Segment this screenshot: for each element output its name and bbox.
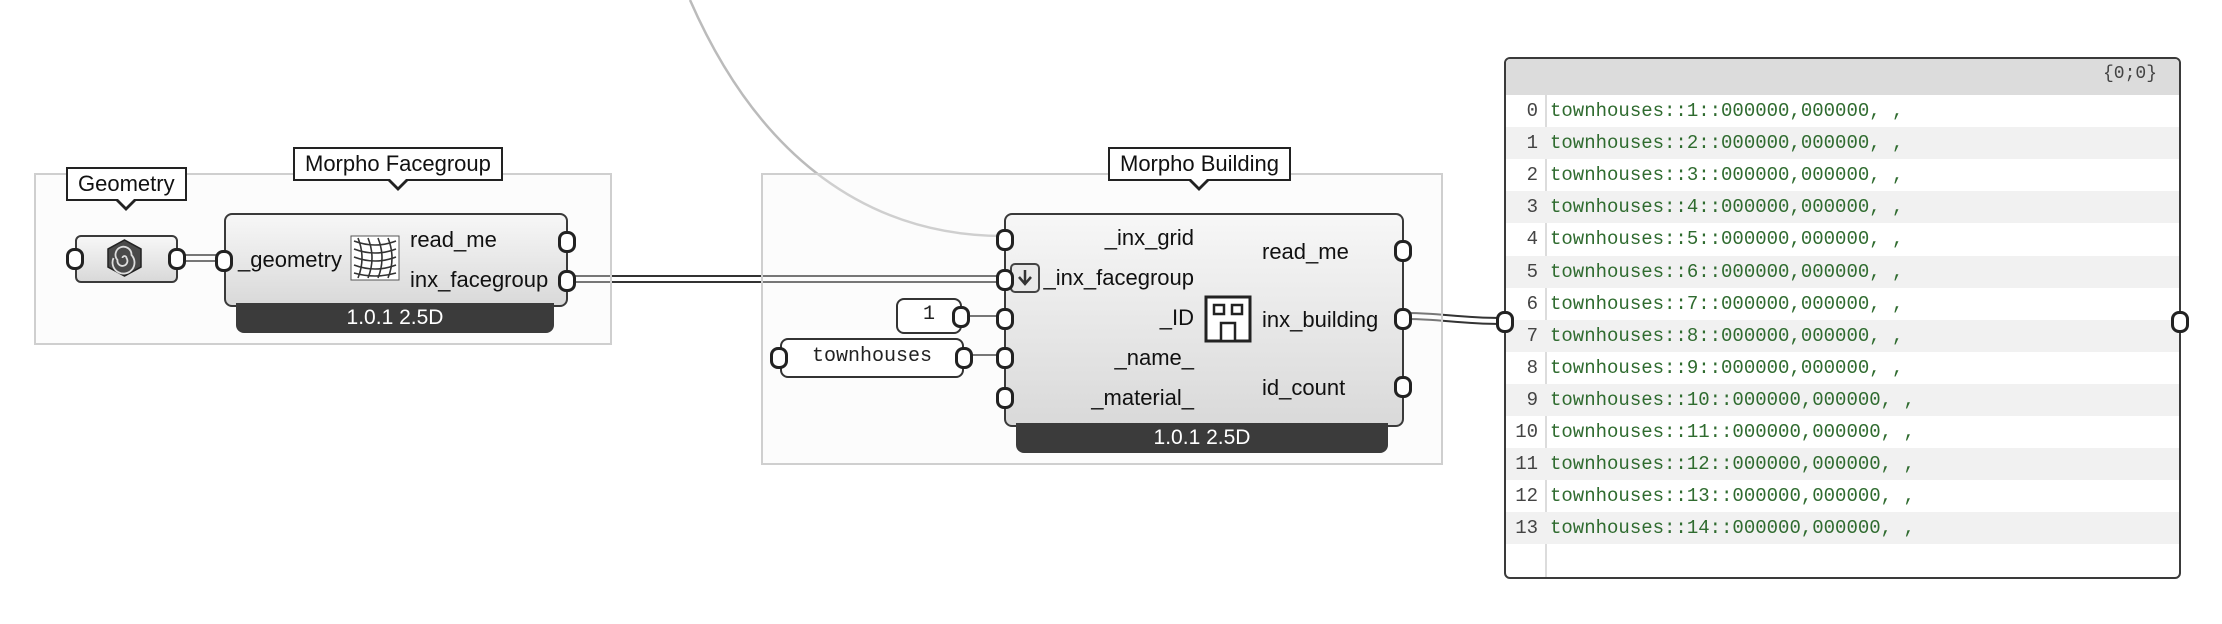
building-output-inx-building: inx_building xyxy=(1262,307,1379,332)
facegroup-output-inx-facegroup: inx_facegroup xyxy=(410,267,549,292)
row-index: 1 xyxy=(1526,132,1538,155)
output-panel-row: 2 townhouses::3::000000,000000, , xyxy=(1506,159,2179,191)
building-to-panel-wire xyxy=(1407,312,1501,325)
row-index: 9 xyxy=(1526,388,1538,411)
output-panel-row: 4 townhouses::5::000000,000000, , xyxy=(1506,223,2179,255)
flatten-arrow-svg xyxy=(1018,270,1032,286)
output-panel-row: 10 townhouses::11::000000,000000, , xyxy=(1506,416,2179,448)
flatten-arrow-icon xyxy=(1010,263,1040,293)
geometry-param-icon xyxy=(107,239,142,277)
row-index: 10 xyxy=(1515,421,1538,443)
row-value: townhouses::13::000000,000000, , xyxy=(1550,485,1915,508)
output-panel-path: {0;0} xyxy=(2102,64,2157,84)
building-input-id: _ID xyxy=(1159,305,1194,330)
id-panel[interactable]: 1 xyxy=(896,298,962,334)
row-value: townhouses::7::000000,000000, , xyxy=(1550,292,1904,315)
facegroup-component[interactable]: _geometry read_me inx_facegroup xyxy=(224,213,568,307)
output-panel-row: 7 townhouses::8::000000,000000, , xyxy=(1506,319,2179,352)
geometry-output-grip[interactable] xyxy=(168,248,186,270)
output-panel-row: 9 townhouses::10::000000,000000, , xyxy=(1506,383,2179,416)
facegroup-inx-facegroup-grip[interactable] xyxy=(558,270,576,292)
building-input-material: _material_ xyxy=(1091,385,1194,410)
building-input-inx-facegroup: _inx_facegroup xyxy=(1043,265,1194,290)
row-value: townhouses::9::000000,000000, , xyxy=(1550,356,1904,379)
building-component[interactable]: _inx_grid _inx_facegroup _ID _name_ _mat… xyxy=(1004,213,1404,427)
building-input-name: _name_ xyxy=(1114,345,1194,370)
geometry-param[interactable] xyxy=(75,235,178,283)
row-index: 7 xyxy=(1526,324,1538,347)
row-value: townhouses::10::000000,000000, , xyxy=(1550,388,1915,411)
building-id-grip[interactable] xyxy=(996,308,1014,330)
row-value: townhouses::14::000000,000000, , xyxy=(1550,517,1915,540)
name-panel-input-grip[interactable] xyxy=(770,347,788,369)
output-panel-row: 8 townhouses::9::000000,000000, , xyxy=(1506,352,2179,384)
name-panel-output-grip[interactable] xyxy=(955,347,973,369)
row-value: townhouses::2::000000,000000, , xyxy=(1550,132,1904,155)
name-panel[interactable]: townhouses xyxy=(780,338,964,378)
building-version-bar: 1.0.1 2.5D xyxy=(1016,423,1388,453)
building-tag: Morpho Building xyxy=(1108,147,1291,181)
building-material-grip[interactable] xyxy=(996,387,1014,409)
building-read-me-grip[interactable] xyxy=(1394,240,1412,262)
building-grid-grip[interactable] xyxy=(996,229,1014,251)
geometry-input-grip[interactable] xyxy=(66,248,84,270)
output-panel-row: 1 townhouses::2::000000,000000, , xyxy=(1506,127,2179,160)
row-value: townhouses::6::000000,000000, , xyxy=(1550,260,1904,283)
building-icon xyxy=(1204,295,1252,343)
row-value: townhouses::8::000000,000000, , xyxy=(1550,324,1904,347)
output-panel-row: 0 townhouses::1::000000,000000, , xyxy=(1506,95,2179,127)
row-value: townhouses::3::000000,000000, , xyxy=(1550,164,1904,187)
output-panel-row: 11 townhouses::12::000000,000000, , xyxy=(1506,448,2179,481)
row-value: townhouses::1::000000,000000, , xyxy=(1550,100,1904,122)
building-facegroup-grip[interactable] xyxy=(996,269,1014,291)
facegroup-to-building-wire xyxy=(572,275,1000,283)
row-value: townhouses::12::000000,000000, , xyxy=(1550,453,1915,476)
building-output-id-count: id_count xyxy=(1262,375,1346,400)
geometry-tag: Geometry xyxy=(66,167,187,201)
row-index: 5 xyxy=(1526,260,1538,283)
output-panel-header: {0;0} xyxy=(1506,59,2179,95)
facegroup-mesh-icon xyxy=(350,235,400,281)
output-panel-row: 12 townhouses::13::000000,000000, , xyxy=(1506,480,2179,512)
facegroup-output-read-me: read_me xyxy=(410,227,497,252)
row-index: 4 xyxy=(1526,228,1538,251)
facegroup-version-bar: 1.0.1 2.5D xyxy=(236,303,554,333)
building-id-count-grip[interactable] xyxy=(1394,376,1412,398)
row-value: townhouses::11::000000,000000, , xyxy=(1550,421,1915,443)
output-panel-output-grip[interactable] xyxy=(2171,311,2189,333)
row-value: townhouses::5::000000,000000, , xyxy=(1550,228,1904,251)
output-panel-row: 5 townhouses::6::000000,000000, , xyxy=(1506,255,2179,288)
id-panel-output-grip[interactable] xyxy=(952,306,970,328)
output-panel-row: 13 townhouses::14::000000,000000, , xyxy=(1506,512,2179,545)
facegroup-tag: Morpho Facegroup xyxy=(293,147,503,181)
building-inx-building-grip[interactable] xyxy=(1394,308,1412,330)
output-panel-row: 3 townhouses::4::000000,000000, , xyxy=(1506,191,2179,224)
incoming-grid-wire xyxy=(688,0,1005,238)
row-index: 2 xyxy=(1526,164,1538,187)
building-output-read-me: read_me xyxy=(1262,239,1349,264)
row-index: 12 xyxy=(1515,485,1538,508)
row-index: 8 xyxy=(1526,356,1538,379)
building-name-grip[interactable] xyxy=(996,347,1014,369)
facegroup-input-geometry: _geometry xyxy=(238,247,342,272)
row-value: townhouses::4::000000,000000, , xyxy=(1550,196,1904,219)
output-panel-input-grip[interactable] xyxy=(1496,311,1514,333)
output-panel-row: 6 townhouses::7::000000,000000, , xyxy=(1506,288,2179,320)
row-index: 11 xyxy=(1515,453,1538,476)
row-index: 13 xyxy=(1515,517,1538,540)
facegroup-read-me-grip[interactable] xyxy=(558,231,576,253)
output-panel-index-divider xyxy=(1545,59,1547,577)
row-index: 6 xyxy=(1526,292,1538,315)
row-index: 0 xyxy=(1526,100,1538,122)
facegroup-input-grip[interactable] xyxy=(215,250,233,272)
building-input-inx-grid: _inx_grid xyxy=(1104,225,1194,250)
row-index: 3 xyxy=(1526,196,1538,219)
